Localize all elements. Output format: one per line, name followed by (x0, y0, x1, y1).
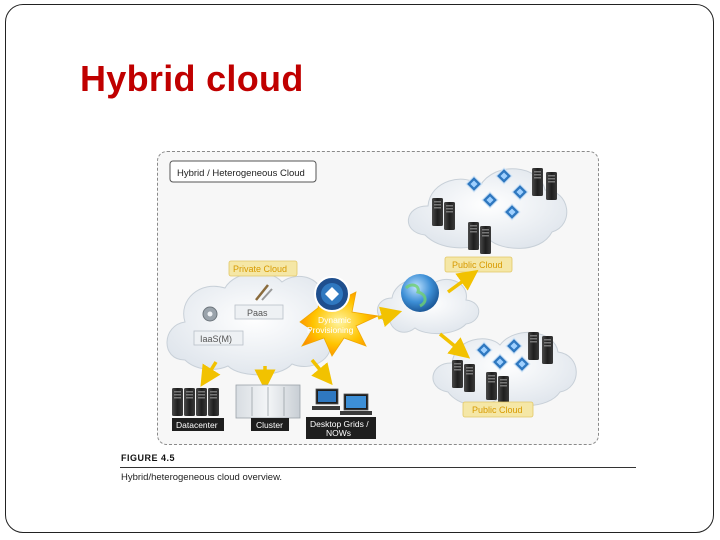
public-cloud-top-label: Public Cloud (452, 260, 503, 270)
caption-rule (120, 467, 636, 468)
datacenter-icon (172, 388, 219, 416)
server-icon (542, 336, 553, 364)
server-icon (486, 372, 497, 400)
internet-cloud (377, 274, 478, 334)
figure-caption: Hybrid/heterogeneous cloud overview. (121, 472, 282, 483)
frame-label: Hybrid / Heterogeneous Cloud (177, 168, 305, 179)
gear-icon (203, 307, 217, 321)
server-icon (464, 364, 475, 392)
provisioning-icon (315, 277, 349, 311)
provisioning-label-line1: Dynamic (318, 315, 352, 325)
server-icon (528, 332, 539, 360)
provisioning-label-line2: Provisioning (307, 325, 354, 335)
server-icon (432, 198, 443, 226)
server-icon (532, 168, 543, 196)
cluster-icon (236, 385, 300, 418)
server-icon (498, 376, 509, 404)
arrow-to-public-bottom (440, 334, 462, 352)
datacenter-label: Datacenter (176, 420, 218, 430)
server-icon (546, 172, 557, 200)
desktop-grids-icon (312, 389, 372, 415)
public-cloud-top (408, 168, 566, 254)
server-icon (480, 226, 491, 254)
public-cloud-bottom (433, 332, 576, 406)
public-cloud-bottom-label: Public Cloud (472, 405, 523, 415)
server-icon (468, 222, 479, 250)
figure-number: FIGURE 4.5 (121, 453, 175, 463)
cluster-label: Cluster (256, 420, 283, 430)
private-cloud-label: Private Cloud (233, 264, 287, 274)
desktop-grids-label-line2: NOWs (326, 428, 351, 438)
server-icon (444, 202, 455, 230)
server-icon (452, 360, 463, 388)
paas-label: Paas (247, 308, 268, 318)
iaas-label: IaaS(M) (200, 334, 232, 344)
